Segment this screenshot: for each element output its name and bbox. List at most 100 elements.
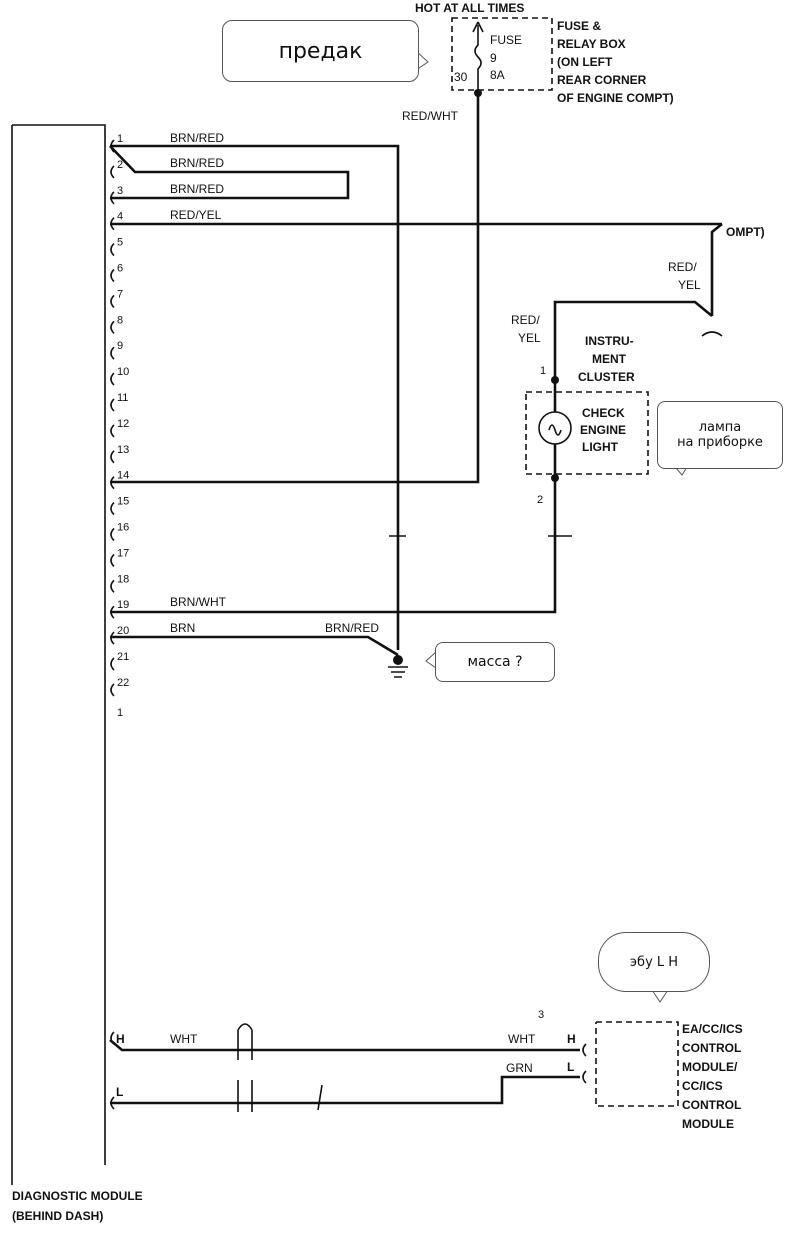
cluster-pin-bottom: 2 [537,494,543,506]
diagnostic-pin-10: 10 [117,366,129,378]
control-connector-number: 3 [538,1009,544,1021]
wire-red-wht [110,93,480,484]
diagnostic-pin-14: 14 [117,470,129,482]
control-module-outline [595,1021,679,1107]
control-line-5: CONTROL [682,1098,741,1112]
cluster-outline [525,391,649,475]
pin-h-label: H [116,1032,125,1046]
wire-red-yel-drop [710,222,723,316]
diagnostic-pin-20: 20 [117,625,129,637]
pin-bracket [110,165,115,179]
pin-bracket [110,294,115,308]
wire-label-wht-h: WHT [170,1032,198,1046]
check-engine-lamp-icon [538,411,572,445]
wire-can-h [109,1039,580,1052]
wire-label-red-yel-3: RED/YEL [170,208,222,222]
wire-label-brn: BRN [170,621,195,635]
wire-label-red-yel-cluster-b: YEL [518,331,541,345]
diagnostic-pin-17: 17 [117,547,129,559]
connector-arc [701,331,723,337]
fuse-box-line-2: RELAY BOX [557,37,626,51]
fuse-rating: 8A [490,68,505,82]
fuse-box-line-4: REAR CORNER [557,73,647,87]
wire-splice-marks [237,1023,323,1112]
callout-ecu: эбу L H [598,932,710,992]
fuse-box-line-3: (ON LEFT [557,55,613,69]
wire-brn-wht [110,478,557,614]
wire-label-brn-wht: BRN/WHT [170,595,227,609]
diagnostic-pin-2: 2 [117,159,123,171]
cluster-pin-top: 1 [540,365,546,377]
pin-bracket [110,398,115,412]
wire-label-brn-red-1: BRN/RED [170,131,224,145]
pin-bracket [110,579,115,593]
fuse-label: FUSE [490,33,522,47]
pin-bracket [110,527,115,542]
wire-can-l [110,1075,580,1105]
fuse-number: 9 [490,51,497,65]
callout-front: предак [222,20,419,82]
diagnostic-pin-12: 12 [117,418,129,430]
ground-icon [388,666,408,678]
pin-bracket [110,683,115,697]
pin-l-label: L [116,1085,123,1099]
control-connector-arcs [582,1043,587,1084]
control-pin-h: H [567,1032,576,1046]
wire-label-red-yel-right-b: YEL [678,278,701,292]
fuse-terminal: 30 [454,70,468,84]
pin-bracket [110,424,115,438]
control-line-2: CONTROL [682,1041,741,1055]
diagnostic-caption-2: (BEHIND DASH) [12,1209,103,1223]
pin-bracket [110,502,115,516]
wire-red-yel-cluster [553,300,713,380]
fuse-header: HOT AT ALL TIMES [415,1,524,15]
diagnostic-pin-13: 13 [117,444,129,456]
cluster-title-1: INSTRU- [585,334,634,348]
callout-tail-ecu [651,989,669,1003]
pin-bracket [110,346,115,360]
fuse-box-outline [451,17,553,91]
diagnostic-pin-18: 18 [117,573,129,585]
wire-label-red-wht-top: RED/WHT [402,109,459,123]
diagnostic-caption-1: DIAGNOSTIC MODULE [12,1189,143,1203]
pin-bracket [110,268,115,283]
diagnostic-pin-9: 9 [117,340,123,352]
diagnostic-pin-6: 6 [117,263,123,275]
fuse-arrow [472,21,484,33]
diagnostic-pin-5: 5 [117,237,123,249]
pin-bracket [110,450,115,464]
pin-bracket [110,243,115,257]
fuse-box-line-1: FUSE & [557,19,601,33]
pin-bracket [110,657,115,671]
lamp-line-1: CHECK [582,406,625,420]
fuse-element [474,25,482,90]
callout-cluster-lamp: лампа на приборке [657,401,783,469]
control-line-1: EA/CC/ICS [682,1022,743,1036]
diagnostic-pin-3: 3 [117,185,123,197]
control-line-6: MODULE [682,1117,734,1131]
wire-brn [110,635,399,657]
wire-label-red-yel-right-a: RED/ [668,260,697,274]
diagnostic-pin-15: 15 [117,496,129,508]
wire-label-brn-red-1b: BRN/RED [170,156,224,170]
lamp-line-3: LIGHT [582,440,619,454]
control-line-3: MODULE/ [682,1060,738,1074]
wire-label-grn: GRN [506,1061,533,1075]
wire-label-brn-red-2: BRN/RED [170,182,224,196]
diagnostic-pin-16: 16 [117,522,129,534]
callout-ground: масса ? [435,642,555,682]
pin-bracket [110,372,115,386]
callout-tail-ground [425,651,437,669]
wire-brn-red-loop [109,145,350,200]
cluster-title-2: MENT [592,352,627,366]
diagnostic-pin-21: 21 [117,651,129,663]
control-pin-l: L [567,1060,574,1074]
diagnostic-pin-1: 1 [117,133,123,145]
lamp-filament [548,424,562,436]
wire-brn-red-1 [110,144,400,650]
lamp-line-2: ENGINE [580,423,626,437]
diagnostic-pin-8: 8 [117,314,123,326]
wire-label-wht-right: WHT [508,1032,536,1046]
